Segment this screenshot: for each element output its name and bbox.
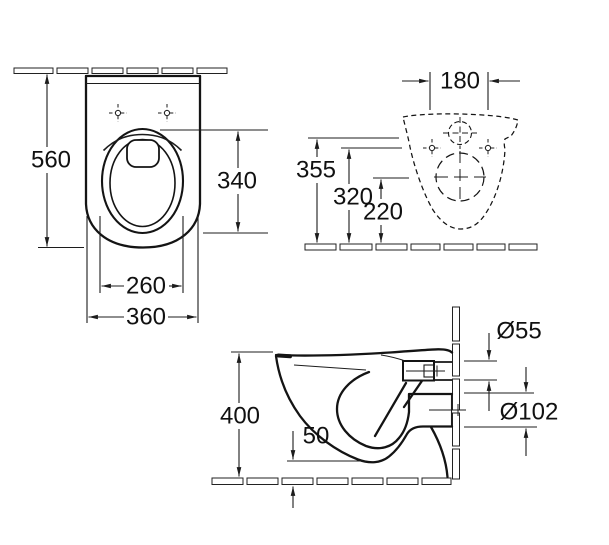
rear-floor-hatching: [304, 243, 538, 251]
front-rim-bead: [276, 353, 292, 359]
wall-segment: [452, 306, 460, 342]
dim-label-360: 360: [126, 304, 166, 331]
dim-label-180: 180: [440, 68, 480, 95]
dim-label-320: 320: [333, 184, 373, 211]
dim-seat-width: 260: [99, 216, 184, 300]
outer-shell: [274, 354, 454, 464]
hatch-segment: [351, 477, 384, 485]
side-view: 400 50 Ø55 Ø102: [211, 306, 558, 508]
wall-segment: [452, 412, 460, 447]
rim-top-edge: [274, 348, 454, 357]
dim-label-d102: Ø102: [500, 399, 559, 426]
wall-segment: [452, 448, 460, 480]
dim-label-340: 340: [217, 168, 257, 195]
hatch-segment: [421, 477, 452, 485]
rim-inner-edge: [293, 364, 367, 371]
hatch-segment: [508, 243, 538, 251]
dim-rim-height: 400: [220, 351, 273, 477]
hatch-segment: [246, 477, 279, 485]
hatch-segment: [375, 243, 408, 251]
side-wall-strip: [452, 306, 460, 480]
dim-overall-depth: 560: [31, 74, 84, 249]
dim-label-400: 400: [220, 403, 260, 430]
hatch-segment: [56, 67, 89, 74]
side-floor-hatching: [211, 477, 452, 485]
dim-label-50: 50: [303, 423, 330, 450]
dim-label-560: 560: [31, 147, 71, 174]
seat-fixing-hole-left: [109, 104, 127, 122]
hatch-segment: [339, 243, 373, 251]
hatch-segment: [386, 477, 419, 485]
fixing-hole-left: [423, 139, 441, 157]
wall-segment: [452, 343, 460, 377]
seat-fixing-hole-right: [158, 104, 176, 122]
seat-front-crescent: [102, 133, 183, 152]
seat-outer-ring: [100, 127, 185, 235]
hatch-segment: [410, 243, 441, 251]
dim-outlet-height: 220: [363, 177, 409, 243]
hatch-segment: [91, 67, 124, 74]
rear-down-pipe: [429, 425, 449, 479]
dim-label-d55: Ø55: [496, 318, 541, 345]
dim-seat-length: 340: [160, 129, 268, 234]
plan-view: 560 340 260 360: [13, 67, 268, 331]
dim-floor-clearance: 50: [287, 423, 366, 508]
rear-view: 180 355 320 220: [296, 68, 538, 251]
plan-bowl-outline: [84, 74, 202, 249]
hatch-segment: [196, 67, 228, 74]
dim-inlet-height: 355: [296, 137, 399, 243]
flush-distributor: [126, 139, 160, 168]
dim-overall-width: 360: [86, 216, 199, 331]
waste-outlet-target: [434, 151, 486, 203]
hatch-segment: [281, 477, 314, 485]
hatch-segment: [13, 67, 54, 74]
hatch-segment: [161, 67, 194, 74]
dim-fixing-spacing: 180: [402, 68, 520, 110]
bowl-interior: [335, 370, 411, 450]
water-inlet-target: [443, 117, 477, 149]
hatch-segment: [304, 243, 337, 251]
dim-fixing-height: 320: [333, 147, 402, 243]
hatch-segment: [443, 243, 474, 251]
trap-channel-line: [373, 381, 408, 438]
side-bowl-section: [274, 348, 466, 479]
hatch-segment: [126, 67, 159, 74]
dim-inlet-diameter: Ø55: [464, 318, 542, 411]
dim-label-355: 355: [296, 157, 336, 184]
hatch-segment: [211, 477, 244, 485]
rear-bowl-silhouette: [402, 113, 519, 230]
dim-label-260: 260: [126, 273, 166, 300]
dim-label-220: 220: [363, 199, 403, 226]
hatch-segment: [476, 243, 506, 251]
plan-wall-hatching: [13, 67, 228, 74]
dim-outlet-diameter: Ø102: [464, 367, 558, 456]
hatch-segment: [316, 477, 349, 485]
fixing-hole-right: [479, 139, 497, 157]
